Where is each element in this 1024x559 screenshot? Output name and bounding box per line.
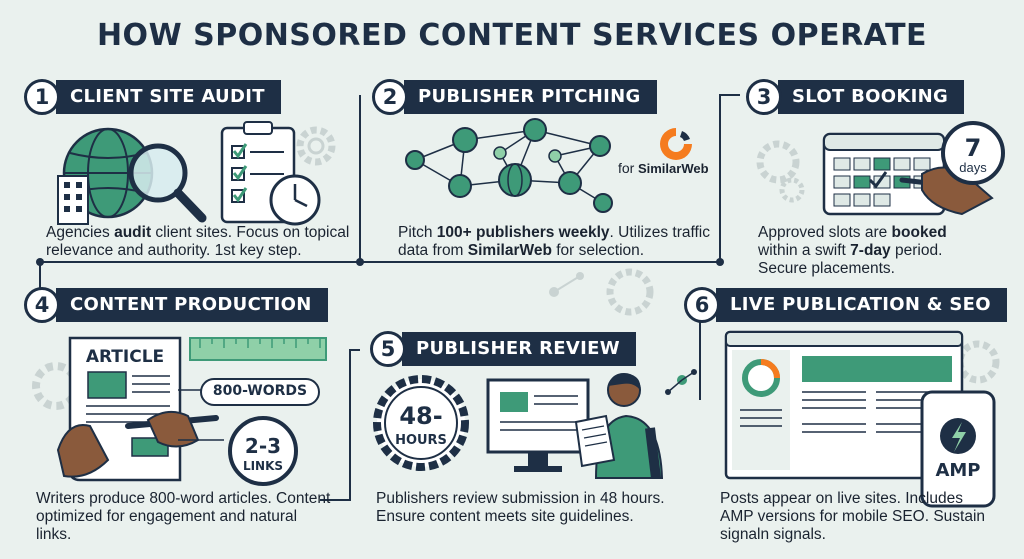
gear-icon: [956, 340, 1000, 384]
step-6-header: 6 LIVE PUBLICATION & SEO: [684, 286, 1007, 324]
publisher-network-illustration: [405, 118, 613, 213]
step-3-number: 3: [746, 79, 782, 115]
step-6-label: LIVE PUBLICATION & SEO: [716, 288, 1007, 322]
hand-pen-icon: [899, 166, 994, 216]
step-1-label: CLIENT SITE AUDIT: [56, 80, 281, 114]
badge-unit: HOURS: [395, 433, 447, 448]
amp-label: AMP: [935, 460, 980, 481]
calendar-icon: [822, 132, 946, 216]
step-5-label: PUBLISHER REVIEW: [402, 332, 636, 366]
step-4-header: 4 CONTENT PRODUCTION: [24, 286, 328, 324]
seven-days-badge: 7 days: [941, 121, 1005, 185]
step-2-description: Pitch 100+ publishers weekly. Utilizes t…: [398, 224, 711, 259]
person-icon: [594, 373, 664, 479]
badge-unit: days: [959, 160, 987, 175]
badge-value: 7: [965, 134, 982, 162]
hand-pen-icon: [56, 410, 219, 478]
step-4-number: 4: [24, 287, 60, 323]
calendar-booking-illustration: [756, 132, 994, 216]
ruler-icon: [189, 337, 327, 361]
step-6-number: 6: [684, 287, 720, 323]
word-count-tag: 800-WORDS: [200, 378, 320, 406]
magnifier-icon: [128, 143, 207, 223]
reviewer-illustration: [486, 369, 697, 479]
links-count-badge: 2-3 LINKS: [228, 416, 298, 486]
live-publication-illustration: AMP: [724, 330, 1000, 508]
content-production-illustration: ARTICLE: [32, 336, 327, 482]
paper-icon: [574, 414, 616, 468]
background-gear-icon: [549, 268, 654, 316]
step-3-description: Approved slots are booked within a swift…: [758, 224, 947, 277]
step-2-label: PUBLISHER PITCHING: [404, 80, 657, 114]
step-3-label: SLOT BOOKING: [778, 80, 965, 114]
gear-icon: [756, 140, 805, 203]
similarweb-caption: for SimilarWeb: [618, 160, 709, 176]
step-5-header: 5 PUBLISHER REVIEW: [370, 330, 636, 368]
step-5-description: Publishers review submission in 48 hours…: [376, 490, 665, 525]
network-node-icon: [665, 369, 697, 395]
step-6-description: Posts appear on live sites. Includes AMP…: [720, 490, 986, 543]
monitor-icon: [486, 378, 590, 472]
gear-icon: [296, 126, 336, 166]
step-2-header: 2 PUBLISHER PITCHING: [372, 78, 657, 116]
step-4-description: Writers produce 800-word articles. Conte…: [36, 490, 331, 543]
step-3-header: 3 SLOT BOOKING: [746, 78, 965, 116]
badge-value: 48-: [399, 402, 442, 430]
step-1-header: 1 CLIENT SITE AUDIT: [24, 78, 281, 116]
step-1-description: Agencies audit client sites. Focus on to…: [46, 224, 350, 259]
buildings-icon: [57, 175, 89, 225]
step-2-number: 2: [372, 79, 408, 115]
similarweb-logo-icon: [660, 128, 692, 160]
step-1-number: 1: [24, 79, 60, 115]
forty-eight-hours-badge: 48- HOURS: [373, 375, 469, 471]
step-5-number: 5: [370, 331, 406, 367]
links-unit: LINKS: [243, 459, 283, 473]
links-value: 2-3: [245, 434, 281, 458]
audit-illustration: [57, 121, 336, 226]
phone-icon: AMP: [920, 390, 996, 508]
step-4-label: CONTENT PRODUCTION: [56, 288, 328, 322]
clock-icon: [269, 174, 321, 226]
page-title: HOW SPONSORED CONTENT SERVICES OPERATE: [96, 18, 928, 53]
article-title: ARTICLE: [86, 347, 164, 367]
